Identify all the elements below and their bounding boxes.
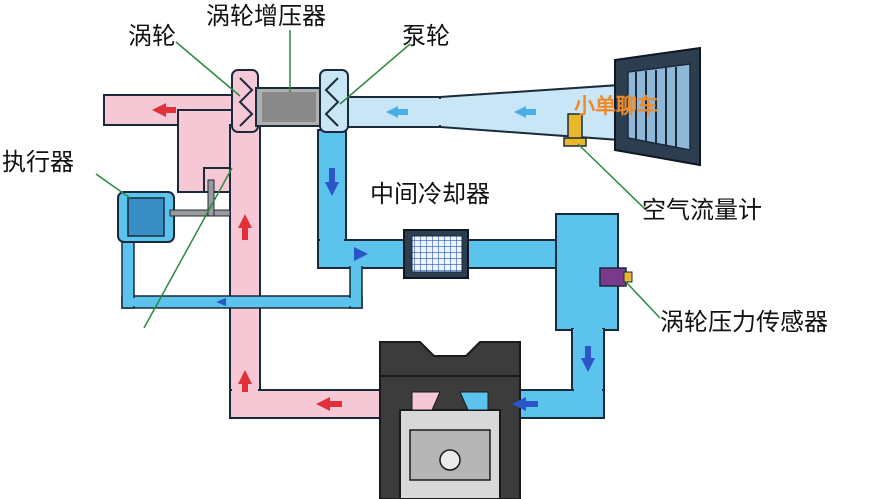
leader-lines: [95, 30, 661, 329]
label-boost-sensor: 涡轮压力传感器: [660, 308, 828, 336]
label-intercooler: 中间冷却器: [370, 180, 490, 208]
flow-arrows: [152, 103, 595, 411]
actuator: [117, 179, 231, 243]
label-turbocharger: 涡轮增压器: [206, 2, 326, 30]
exhaust-path: [103, 94, 411, 419]
label-airflow-meter: 空气流量计: [642, 196, 762, 224]
boost-sensor: [599, 267, 633, 287]
turbocharger: [231, 69, 349, 133]
label-actuator: 执行器: [2, 148, 74, 176]
label-turbine: 涡轮: [128, 22, 176, 50]
engine-cylinder: [379, 341, 521, 499]
watermark: 小单聊车: [574, 94, 658, 118]
intercooler: [403, 229, 469, 279]
air-filter: [614, 46, 701, 167]
label-compressor: 泵轮: [402, 22, 450, 50]
airflow-meter: [563, 113, 587, 147]
